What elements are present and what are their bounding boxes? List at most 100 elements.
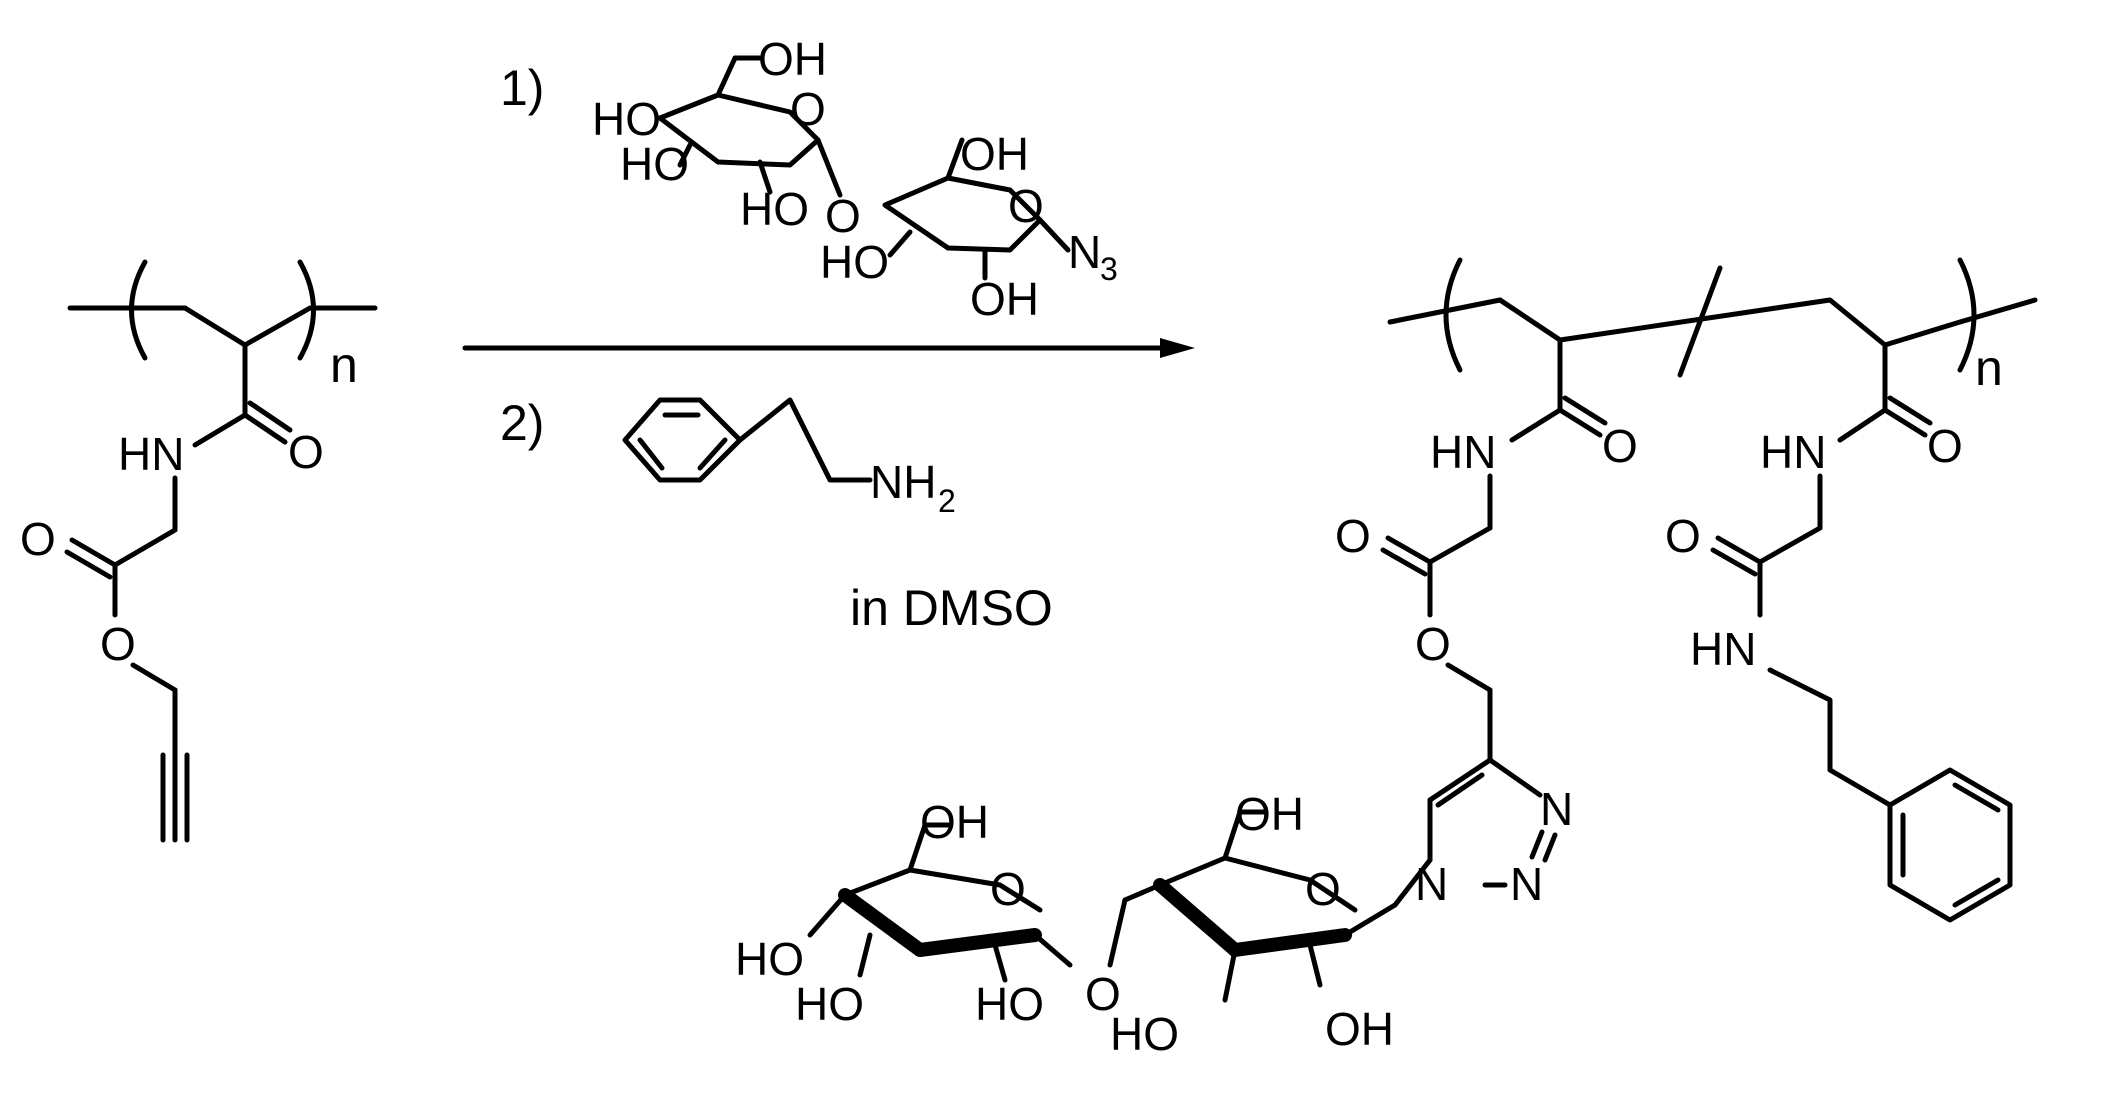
glyc-link-o: O [1085, 968, 1121, 1020]
ringA-oh6: OH [1235, 788, 1304, 840]
p-bracket-left [1443, 257, 1463, 373]
tz-n3: N [1540, 783, 1573, 835]
bond-ester-co1 [69, 537, 118, 568]
pr-amide2-co1 [1715, 535, 1763, 565]
pr-hn: HN [1760, 426, 1826, 478]
bond-co-2 [247, 400, 293, 433]
bond-ester-co2 [64, 549, 113, 580]
product-maltose: O OH HO OH O O OH HO HO HO [735, 788, 1433, 1060]
ringA-top [1157, 855, 1358, 913]
tz-c4-n3 [1487, 757, 1543, 798]
arrowhead [1160, 338, 1195, 358]
solvent-label: in DMSO [850, 580, 1053, 636]
ring1-o: O [790, 83, 826, 135]
pr-amide-o: O [1927, 420, 1963, 472]
ringA-c3 [1222, 947, 1238, 1003]
pl-amide-o: O [1602, 420, 1638, 472]
ringB-bold2 [913, 928, 1042, 957]
pr-benzene-db2 [1952, 877, 2001, 908]
glyc-o: O [825, 190, 861, 242]
r2-ho3: HO [820, 236, 889, 288]
tz-n3-n2b [1529, 829, 1545, 860]
pl-ester-o: O [1415, 618, 1451, 670]
ringB-c3 [857, 932, 873, 978]
ringB-bold1 [838, 888, 927, 957]
reagent-phenethylamine: NH 2 [622, 397, 956, 519]
ethyl-chain [737, 397, 873, 483]
reaction-conditions: 1) 2) in DMSO [462, 60, 1195, 636]
ringB-c4 [807, 892, 848, 938]
pl-ester-co1 [1385, 535, 1433, 565]
glyc-link-a [1122, 882, 1163, 903]
ringA-oh2: OH [1325, 1003, 1394, 1055]
p-backbone-chain [1497, 297, 2038, 348]
ring2-o: O [1008, 180, 1044, 232]
bracket-right [297, 259, 316, 361]
pl-ester-carbonyl-o: O [1335, 510, 1371, 562]
benzene-ring [622, 397, 743, 483]
tz-c4-c5-db [1435, 772, 1485, 808]
pl-ch2-c [1427, 525, 1493, 565]
pl-co1 [1557, 407, 1603, 438]
amide-oxygen: O [288, 426, 324, 478]
ringB-c1 [1032, 932, 1073, 968]
product-polymer: n O HN O O N N N O HN [1335, 257, 2038, 923]
ringA-o: O [1305, 863, 1341, 915]
bond-co-1 [242, 412, 288, 445]
ringB-ho2: HO [975, 978, 1044, 1030]
pr-benzene [1887, 767, 2013, 923]
reagent-maltosyl-azide: O OH HO HO HO O O OH HO OH N 3 [592, 33, 1118, 325]
ringB-c6 [907, 822, 928, 873]
backbone-chain [182, 305, 378, 348]
ester-carbonyl-o: O [20, 513, 56, 565]
bond-o-ch2 [130, 662, 178, 693]
pl-ester-co2 [1380, 547, 1428, 577]
pr-c-n [1837, 407, 1888, 443]
ringA-c1 [1342, 902, 1398, 938]
amine-nh: NH [870, 456, 936, 508]
glycosyl-n-bond [1392, 857, 1433, 908]
p-repeat-n: n [1975, 340, 2003, 396]
pl-c-n [1509, 407, 1563, 443]
pr-benzene-db1 [1952, 782, 2001, 813]
pr-ethyl-chain [1767, 667, 1893, 808]
amide-nh: HN [118, 428, 184, 480]
r2-oh6: OH [960, 128, 1029, 180]
r1-ho3: HO [620, 138, 689, 190]
bond-ch2-c [112, 527, 178, 568]
tz-n2: N [1510, 858, 1543, 910]
bracket-left [129, 259, 148, 361]
r2-c6 [945, 137, 965, 181]
ringB-oh6: OH [920, 796, 989, 848]
r1-c6 [715, 55, 738, 98]
pl-hn: HN [1430, 426, 1496, 478]
r2-c1-n3 [1037, 217, 1071, 253]
pr-co2 [1887, 395, 1933, 426]
ringA-c2 [1307, 942, 1323, 988]
r1-c2 [757, 159, 773, 195]
pr-co1 [1882, 407, 1928, 438]
tz-n1: N [1415, 858, 1448, 910]
ringB-ho4: HO [735, 933, 804, 985]
p-bracket-right [1957, 257, 1977, 373]
pr-hn2: HN [1690, 623, 1756, 675]
step-2-label: 2) [500, 395, 544, 451]
r2-oh2: OH [970, 273, 1039, 325]
bond-c-n [192, 412, 248, 448]
repeat-n: n [330, 337, 358, 393]
step-1-label: 1) [500, 60, 544, 116]
glyc-bond [815, 137, 843, 198]
pr-ch2-c [1757, 525, 1823, 565]
ringB-c2 [992, 942, 1008, 983]
ringB-o: O [990, 863, 1026, 915]
amine-sub: 2 [938, 483, 956, 519]
azide-n: N [1068, 226, 1101, 278]
tz-c4-c5 [1427, 757, 1493, 803]
pl-co2 [1562, 395, 1608, 426]
ringB-top [842, 867, 1043, 913]
pl-o-ch2 [1445, 662, 1493, 693]
benzene-db2 [637, 437, 665, 471]
tz-n3-n2a [1542, 832, 1558, 863]
pr-amide2-o: O [1665, 510, 1701, 562]
